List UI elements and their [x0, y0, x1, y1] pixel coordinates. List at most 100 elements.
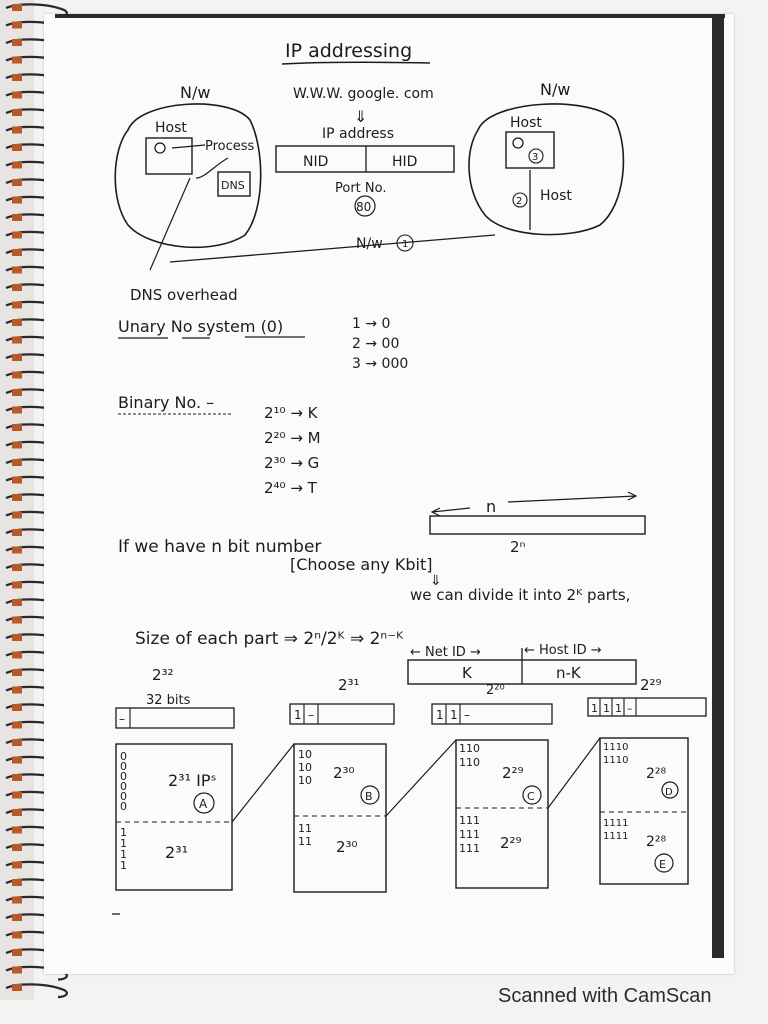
network-link-line	[169, 234, 496, 263]
page-title: IP addressing	[285, 40, 412, 62]
right-host-side-label: Host	[540, 188, 572, 204]
right-host-label: Host	[510, 115, 542, 131]
network-link-circle-text: 1	[402, 239, 408, 250]
block-c-bar-1: 1	[436, 708, 444, 722]
spiral-hole	[12, 144, 22, 151]
unary-row-3: 3 → 000	[352, 356, 408, 372]
spiral-hole	[12, 21, 22, 29]
connector-c-d	[547, 737, 601, 809]
bit-label: 111	[459, 842, 480, 855]
column-d-circle-text: D	[665, 787, 673, 798]
right-circle-3-text: 3	[532, 152, 538, 163]
block-a-bar	[115, 707, 235, 729]
bit-label: 110	[459, 756, 480, 769]
right-network-label: N/w	[540, 80, 570, 99]
column-c-circle-text: C	[527, 790, 535, 803]
spiral-hole	[12, 546, 22, 554]
binary-row-4: 2⁴⁰ → T	[264, 479, 318, 497]
scanner-watermark: Scanned with CamScan	[498, 985, 712, 1007]
spiral-hole	[12, 949, 22, 956]
column-a-circle-text: A	[199, 797, 208, 811]
block-b-total: 2³¹	[338, 676, 360, 694]
column-d-lower-circle	[654, 853, 674, 873]
column-c	[455, 739, 549, 889]
left-network-label: N/w	[180, 83, 210, 102]
handwritten-notes: IP addressing N/w Host Process DNS DNS o…	[112, 40, 707, 915]
column-a-circle	[193, 792, 215, 814]
column-a-bits-bottom: 1111	[120, 826, 127, 872]
spiral-hole	[12, 74, 22, 81]
n-arrow	[430, 491, 638, 517]
spiral-hole	[12, 774, 22, 781]
bit-label: 0	[120, 800, 127, 813]
column-d-lower: 2²⁸	[646, 834, 667, 850]
spiral-hole	[12, 389, 22, 396]
spiral-hole	[12, 214, 22, 221]
size-label: Size of each part ⇒ 2ⁿ/2ᴷ ⇒ 2ⁿ⁻ᴷ	[135, 629, 404, 649]
right-host-box	[505, 131, 555, 169]
n-label: n	[486, 497, 496, 516]
hid-label: HID	[392, 154, 417, 170]
bit-label: 0	[120, 780, 127, 793]
spiral-hole	[12, 319, 22, 326]
column-b-circle-text: B	[365, 790, 373, 803]
spiral-hole	[12, 459, 22, 466]
column-a-upper: 2³¹ IPˢ	[168, 771, 216, 790]
spiral-hole	[12, 336, 22, 344]
block-d-total: 2²⁹	[640, 676, 662, 694]
spiral-hole	[12, 791, 22, 799]
bit-label: 1110	[603, 755, 628, 766]
spiral-hole	[12, 896, 22, 904]
column-d-circle	[661, 781, 679, 799]
network-link-circle	[396, 234, 414, 252]
dns-label: DNS	[221, 179, 245, 192]
block-d-bar-4: –	[627, 702, 633, 715]
network-link-label: N/w	[356, 236, 383, 252]
top-edge	[55, 14, 725, 18]
bit-label: 10	[298, 761, 312, 774]
bit-label: 0	[120, 770, 127, 783]
bit-label: 110	[459, 742, 480, 755]
block-d-bar-2: 1	[603, 702, 610, 715]
ip-address-label: IP address	[322, 126, 394, 142]
bit-label: 10	[298, 774, 312, 787]
unary-heading: Unary No system (0)	[118, 317, 283, 336]
spiral-hole	[12, 809, 22, 816]
column-b	[293, 743, 387, 893]
block-b-bar	[289, 703, 395, 725]
spiral-hole	[12, 284, 22, 291]
unary-row-1: 1 → 0	[352, 316, 390, 332]
spiral-hole	[12, 861, 22, 869]
right-network-cloud	[468, 103, 625, 236]
spiral-hole	[12, 56, 22, 64]
url-arrow: ⇓	[354, 107, 367, 126]
column-c-upper: 2²⁹	[502, 764, 524, 782]
spiral-hole	[12, 844, 22, 851]
spiral-hole	[12, 424, 22, 431]
ip-bar	[275, 145, 455, 173]
binary-row-3: 2³⁰ → G	[264, 454, 319, 472]
connector-b-c	[385, 739, 457, 817]
binary-heading: Binary No. –	[118, 393, 214, 412]
loop-arrow	[195, 157, 229, 179]
spiral-hole	[12, 4, 22, 11]
nbit-line: If we have n bit number	[118, 537, 321, 557]
spiral-hole	[12, 739, 22, 746]
spiral-hole	[12, 966, 22, 974]
spiral-hole	[12, 476, 22, 484]
spiral-hole	[12, 721, 22, 729]
bit-label: 0	[120, 760, 127, 773]
column-c-circle	[522, 785, 542, 805]
block-a-bar-text: –	[119, 712, 125, 726]
two-n-label: 2ⁿ	[510, 538, 526, 556]
spiral-hole	[12, 616, 22, 624]
spiral-hole	[12, 91, 22, 99]
bit-label: 10	[298, 748, 312, 761]
block-a-bits: 32 bits	[146, 693, 191, 708]
dns-box	[217, 171, 251, 197]
dns-overhead-pointer	[149, 177, 191, 271]
spiral-hole	[12, 301, 22, 309]
